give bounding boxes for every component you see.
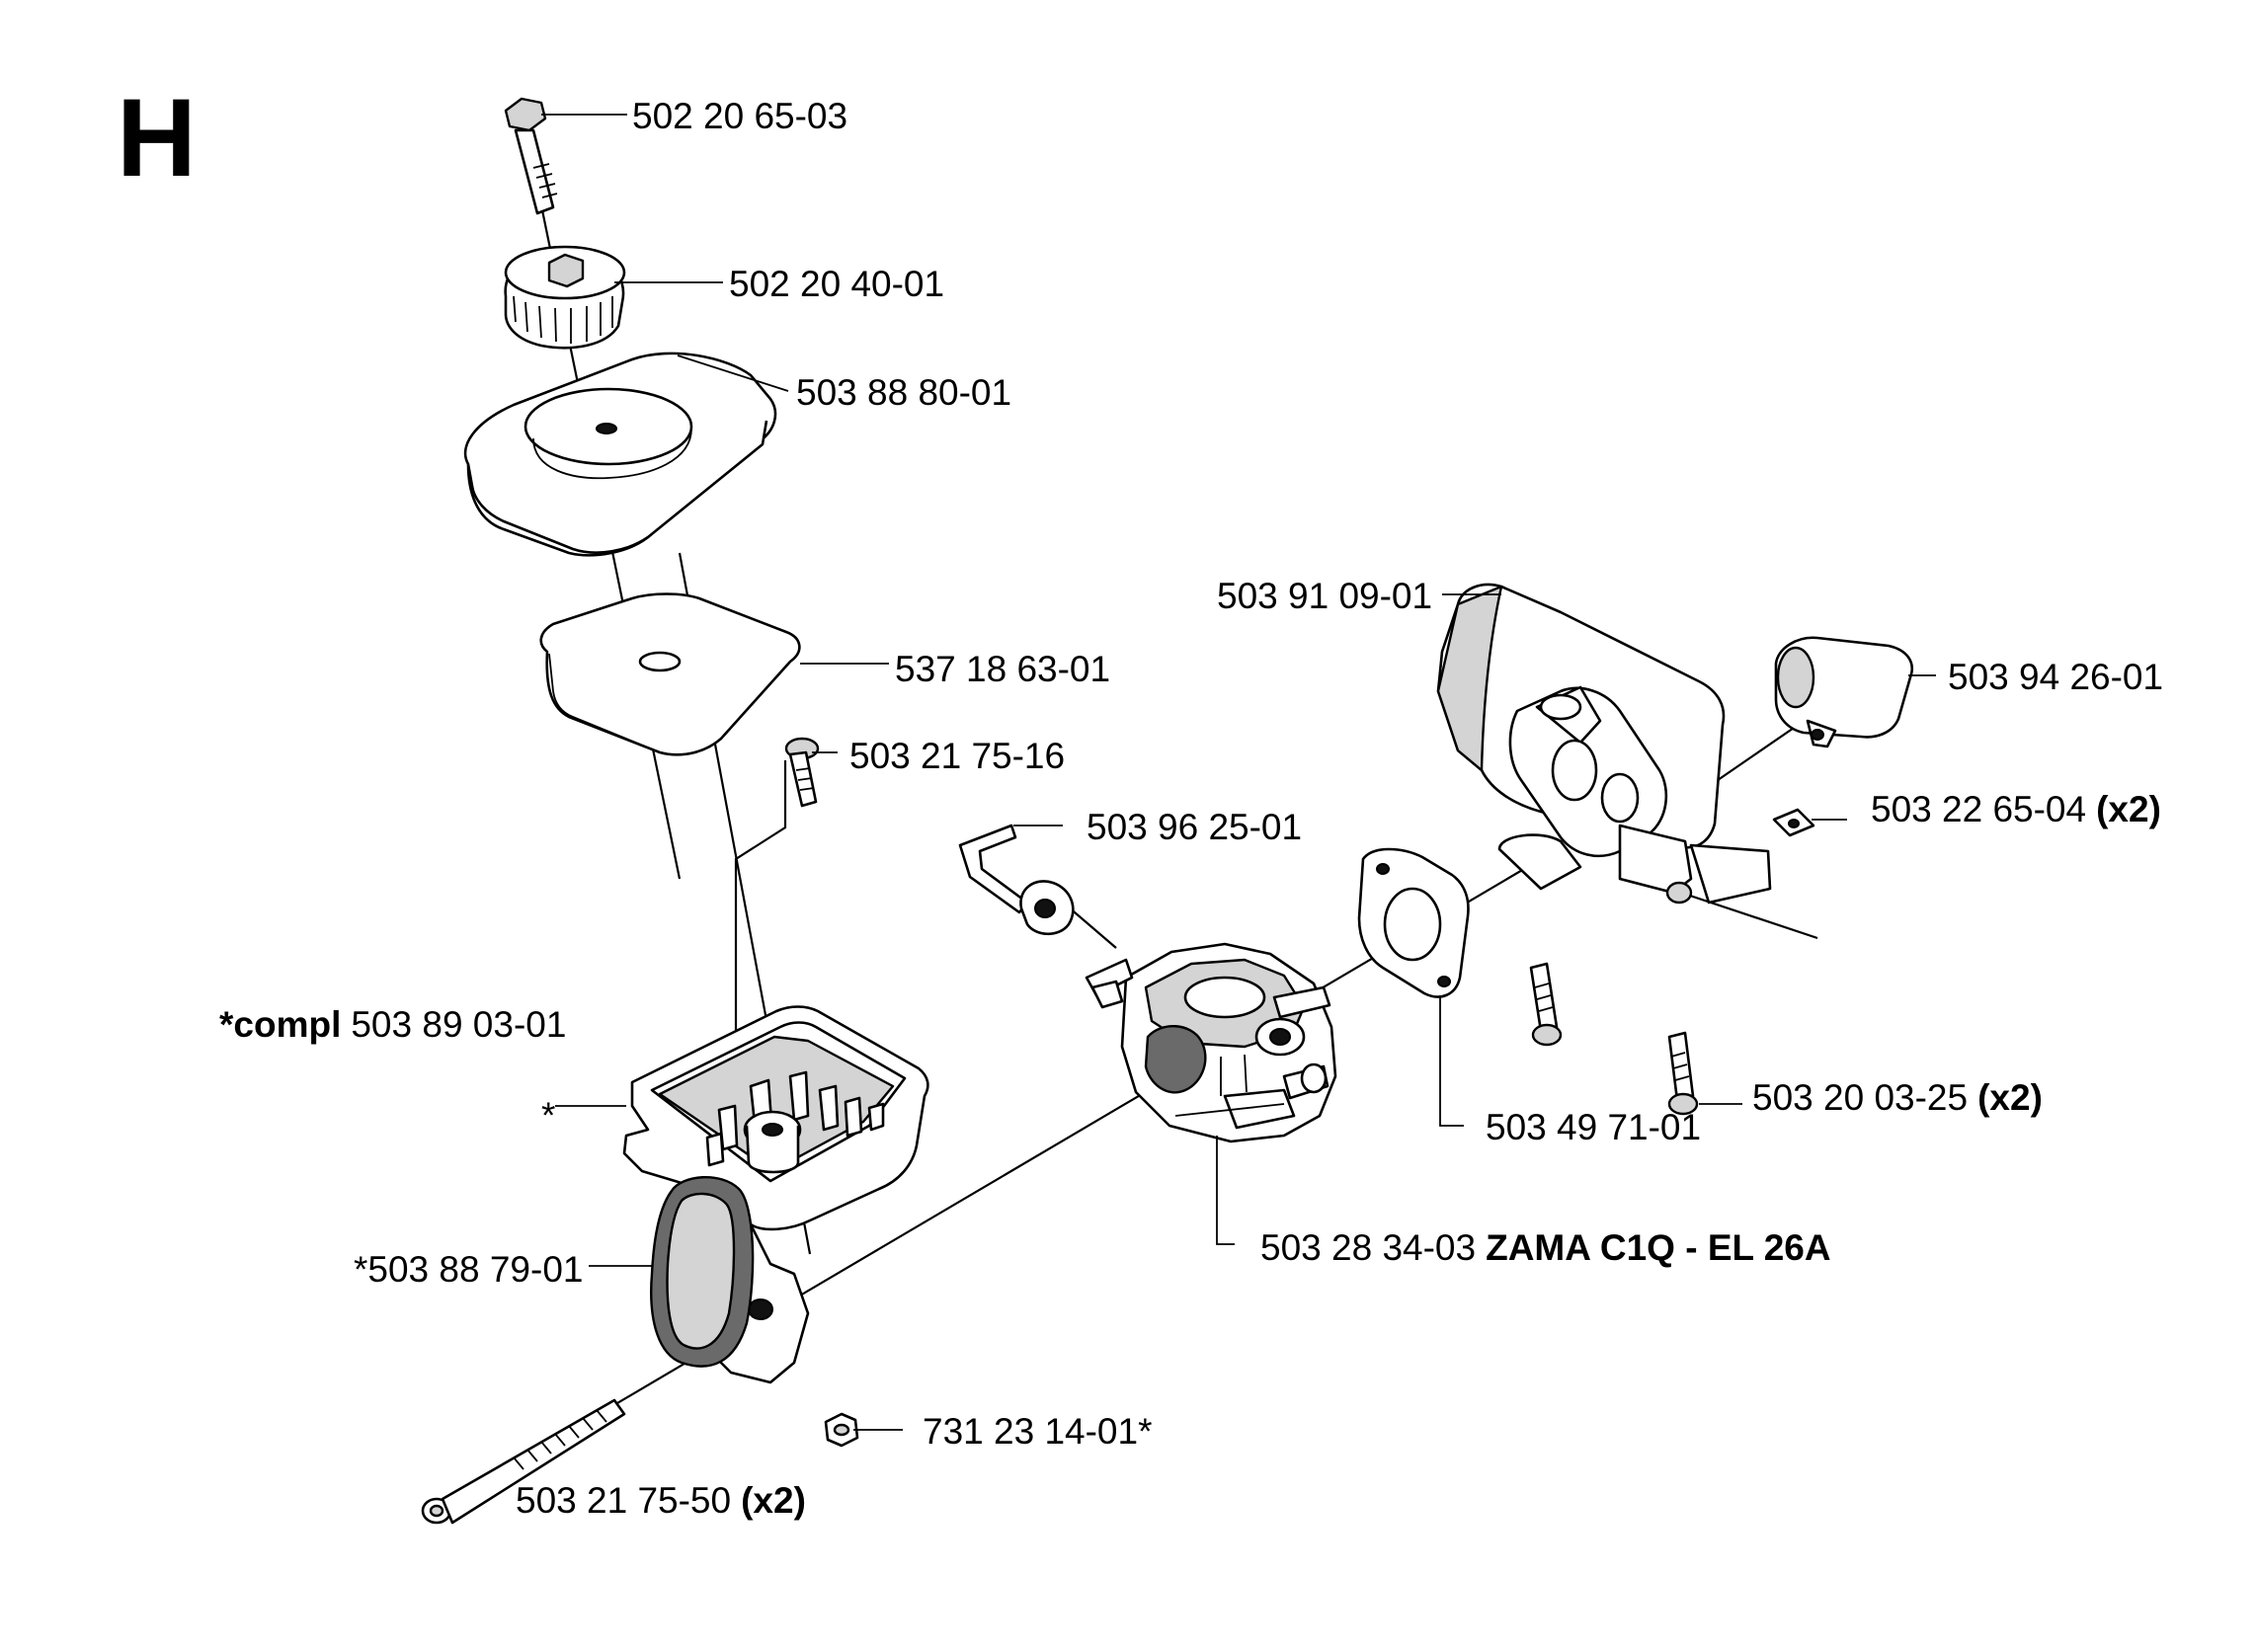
screw-top-part	[504, 97, 558, 215]
bolt-upper-part	[1529, 962, 1563, 1047]
label-filter-cover: 503 88 80-01	[796, 372, 1011, 413]
label-knob: 502 20 40-01	[729, 264, 944, 304]
clip-part	[1772, 808, 1815, 837]
carburetor-model: ZAMA C1Q - EL 26A	[1486, 1227, 1831, 1268]
filter-cover-part	[463, 352, 777, 557]
compl-number: 503 89 03-01	[351, 1004, 566, 1045]
label-choke-rod: 503 96 25-01	[1087, 807, 1302, 847]
bolt-number: 503 20 03-25	[1752, 1077, 1968, 1118]
sleeve-part	[1774, 636, 1913, 748]
long-screw-part	[421, 1398, 626, 1525]
label-filter: 537 18 63-01	[895, 649, 1110, 689]
carburetor-number: 503 28 34-03	[1260, 1227, 1476, 1268]
label-long-screw: 503 21 75-50(x2)	[516, 1480, 806, 1521]
nut-part	[824, 1412, 859, 1448]
small-screw-part	[784, 737, 820, 808]
label-asterisk: *	[541, 1095, 555, 1136]
clip-number: 503 22 65-04	[1871, 789, 2086, 829]
label-bolt: 503 20 03-25(x2)	[1752, 1077, 2043, 1118]
part-labels: 502 20 65-03 502 20 40-01 503 88 80-01 5…	[219, 96, 2163, 1521]
label-adapter: 503 91 09-01	[1217, 576, 1432, 616]
gasket-part	[1357, 847, 1470, 998]
bolt-qty: (x2)	[1977, 1077, 2043, 1118]
label-handle-part: *503 88 79-01	[354, 1249, 583, 1290]
label-sleeve: 503 94 26-01	[1948, 657, 2163, 697]
long-screw-qty: (x2)	[741, 1480, 806, 1521]
label-clip: 503 22 65-04(x2)	[1871, 789, 2161, 829]
handle-grip-part	[650, 1176, 755, 1368]
intake-adapter-part	[1436, 583, 1772, 905]
choke-rod-part	[958, 824, 1075, 936]
label-nut: 731 23 14-01*	[923, 1411, 1152, 1452]
label-screw-top: 502 20 65-03	[632, 96, 847, 136]
label-gasket: 503 49 71-01	[1486, 1107, 1701, 1147]
clip-qty: (x2)	[2096, 789, 2161, 829]
long-screw-number: 503 21 75-50	[516, 1480, 731, 1521]
air-filter-part	[539, 592, 801, 756]
carburetor-part	[1085, 942, 1337, 1143]
label-small-screw: 503 21 75-16	[849, 736, 1065, 776]
bolt-lower-part	[1667, 1031, 1699, 1116]
housing-pins	[705, 1070, 885, 1167]
compl-prefix: *compl	[219, 1004, 341, 1045]
knob-part	[504, 245, 626, 350]
leader-lines	[541, 114, 1936, 1431]
section-letter: H	[117, 76, 197, 199]
